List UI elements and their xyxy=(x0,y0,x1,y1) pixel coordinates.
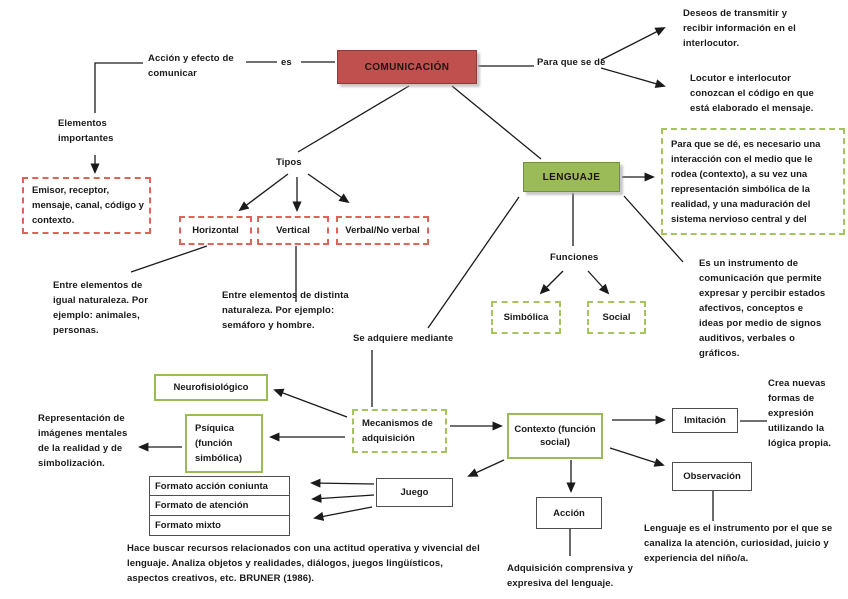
label-elementos-importantes: Elementos importantes xyxy=(58,118,114,144)
label-funciones: Funciones xyxy=(550,252,599,263)
label-accion-efecto: Acción y efecto de comunicar xyxy=(148,53,234,79)
formato-row-mixto: Formato mixto xyxy=(155,519,221,531)
arrow-funciones-simbolica xyxy=(539,270,564,295)
note-igual-naturaleza: Entre elementos de igual naturaleza. Por… xyxy=(53,280,149,336)
node-contexto: Contexto (función social) xyxy=(507,413,603,459)
label-es: es xyxy=(281,57,292,68)
label-para-que-se-de: Para que se dé xyxy=(537,57,606,68)
note-crea-nuevas: Crea nuevas formas de expresión utilizan… xyxy=(768,378,832,449)
note-hace-buscar: Hace buscar recursos relacionados con un… xyxy=(127,543,480,584)
node-neurofisiologico: Neurofisiológico xyxy=(154,374,268,401)
note-instrumento: Es un instrumento de comunicación que pe… xyxy=(699,258,826,359)
arrow-juego-formato2 xyxy=(311,493,375,503)
node-mecanismos: Mecanismos de adquisición xyxy=(352,409,447,453)
arrow-tipos-verbal xyxy=(307,173,350,204)
note-locutor: Locutor e interlocutor conozcan el códig… xyxy=(690,73,814,114)
node-observacion: Observación xyxy=(672,462,752,491)
arrow-paraquesede-deseos xyxy=(600,27,666,61)
note-representacion: Representación de imágenes mentales de l… xyxy=(38,413,128,469)
node-psiquica: Psíquica (función simbólica) xyxy=(185,414,263,473)
label-se-adquiere: Se adquiere mediante xyxy=(353,333,454,344)
label-tipos: Tipos xyxy=(276,157,302,168)
connector-accion-elementos xyxy=(94,62,143,113)
node-social: Social xyxy=(587,301,646,334)
arrow-tipos-horizontal xyxy=(238,173,289,212)
arrow-funciones-social xyxy=(587,270,610,295)
node-accion: Acción xyxy=(536,497,602,529)
note-distinta-naturaleza: Entre elementos de distinta naturaleza. … xyxy=(222,290,349,331)
arrow-contexto-juego xyxy=(467,459,505,477)
arrow-juego-formato3 xyxy=(313,506,373,521)
arrow-paraquesede-locutor xyxy=(600,67,666,89)
note-lenguaje-instrumento: Lenguaje es el instrumento por el que se… xyxy=(644,523,833,564)
formato-row-accion-conjunta: Formato acción coniunta xyxy=(150,477,289,497)
node-imitacion: Imitación xyxy=(672,408,738,433)
node-vertical: Vertical xyxy=(257,216,329,245)
arrow-mecanismos-neurofisiologico xyxy=(273,388,348,418)
node-emisor-receptor: Emisor, receptor, mensaje, canal, código… xyxy=(22,177,151,234)
node-simbolica: Simbólica xyxy=(491,301,561,334)
arrow-juego-formato1 xyxy=(310,478,375,488)
connector-comunicacion-lenguaje xyxy=(451,85,542,160)
node-para-necesario: Para que se dé, es necesario una interac… xyxy=(661,128,845,235)
formato-row-atencion: Formato de atención xyxy=(150,496,289,516)
node-juego: Juego xyxy=(376,478,453,507)
note-adquisicion-comprensiva: Adquisición comprensiva y expresiva del … xyxy=(507,563,634,589)
node-horizontal: Horizontal xyxy=(179,216,252,245)
connector-horizontal-igual xyxy=(130,245,208,273)
node-lenguaje: LENGUAJE xyxy=(523,162,620,192)
node-verbal-no-verbal: Verbal/No verbal xyxy=(336,216,429,245)
connector-comunicacion-tipos xyxy=(297,85,410,153)
note-deseos: Deseos de transmitir y recibir informaci… xyxy=(683,8,796,49)
arrow-contexto-observacion xyxy=(609,447,665,467)
formato-table: Formato acción coniunta Formato de atenc… xyxy=(149,476,290,536)
node-comunicacion: COMUNICACIÓN xyxy=(337,50,477,84)
